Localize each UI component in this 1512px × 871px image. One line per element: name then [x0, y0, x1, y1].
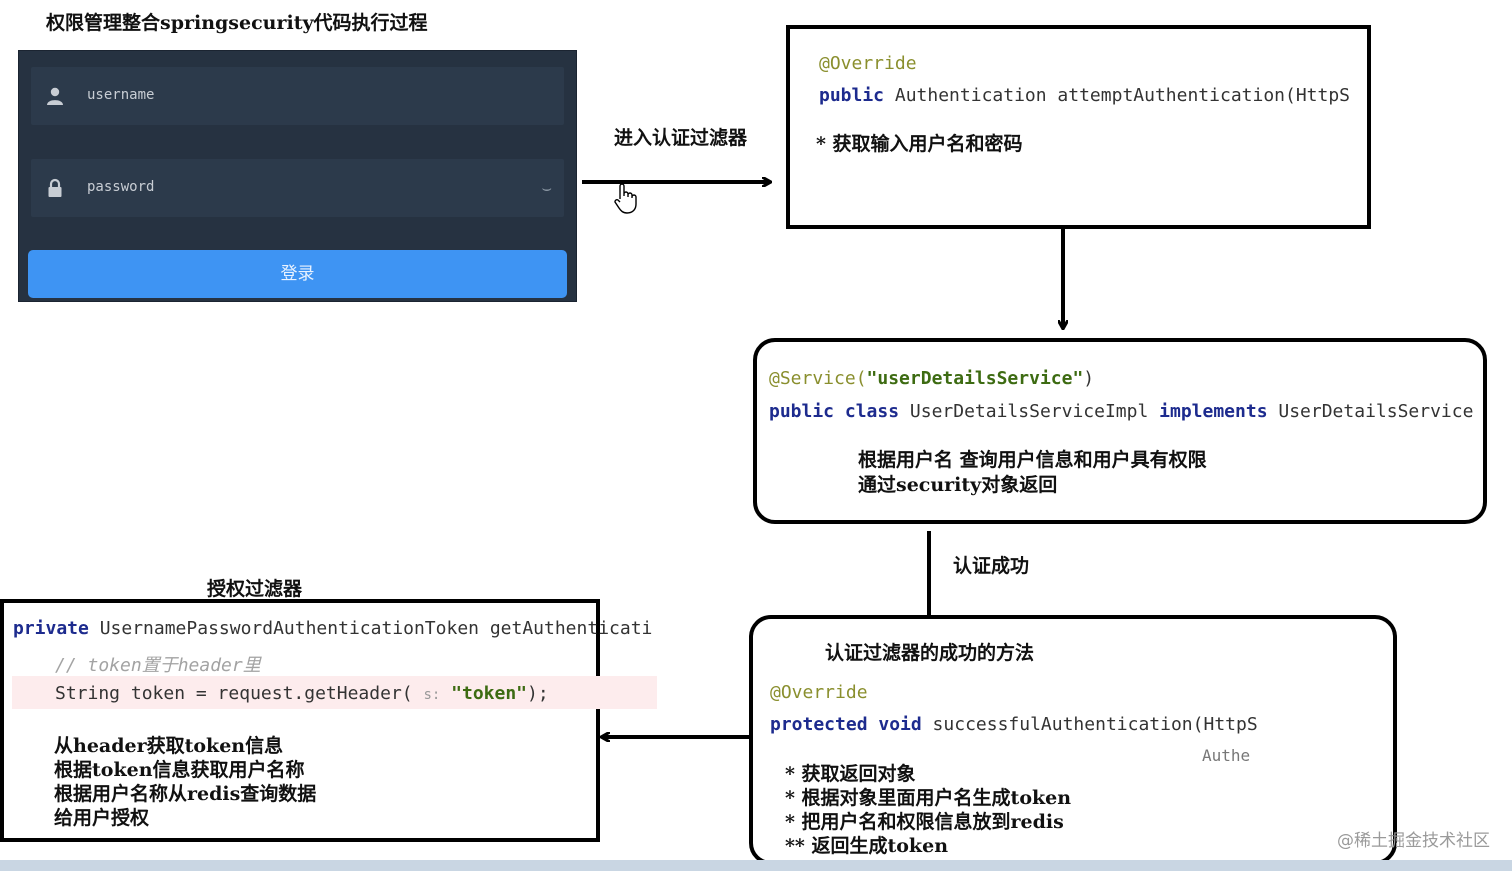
interface-name: UserDetailsService [1267, 401, 1474, 422]
label-enter-filter: 进入认证过滤器 [614, 127, 748, 149]
note-line: * 根据对象里面用户名生成token [785, 787, 1072, 809]
attempt-authentication-box: @Override public Authentication attemptA… [786, 25, 1371, 229]
username-field[interactable]: username [31, 67, 564, 125]
note-line: 根据token信息获取用户名称 [54, 759, 305, 781]
note-line: 通过security对象返回 [858, 474, 1058, 496]
note-line: 给用户授权 [54, 807, 150, 829]
method-signature: public Authentication attemptAuthenticat… [819, 85, 1350, 106]
code-keyword: private [13, 618, 89, 639]
note-line: * 把用户名和权限信息放到redis [785, 811, 1064, 833]
code-suffix: ); [527, 683, 549, 704]
label-auth-success: 认证成功 [953, 555, 1030, 577]
get-header-line: String token = request.getHeader( s: "to… [55, 683, 549, 704]
note-line: * 获取输入用户名和密码 [816, 133, 1023, 155]
code-comment: // token置于header里 [55, 655, 261, 676]
note-line: ** 返回生成token [785, 835, 949, 857]
note-line: 根据用户名 查询用户信息和用户具有权限 [858, 449, 1207, 471]
note-line: 从header获取token信息 [54, 735, 284, 757]
override-annotation: @Override [770, 682, 868, 703]
annotation-suffix: ) [1083, 368, 1095, 389]
lock-icon [48, 178, 62, 197]
user-icon [47, 87, 63, 105]
code-signature: UsernamePasswordAuthenticationToken getA… [88, 618, 653, 639]
code-keyword: protected void [770, 714, 922, 735]
code-prefix: String token = request.getHeader( [55, 683, 424, 704]
password-field[interactable]: password ⌣ [31, 159, 564, 217]
label-authz-filter: 授权过滤器 [207, 578, 303, 600]
watermark: @稀土掘金技术社区 [1337, 831, 1490, 851]
authorization-filter-box: private UsernamePasswordAuthenticationTo… [0, 599, 657, 842]
highlight-row [12, 676, 657, 709]
code-signature: successfulAuthentication(HttpS [921, 714, 1258, 735]
note-line: * 获取返回对象 [785, 763, 916, 785]
service-name: "userDetailsService" [866, 368, 1084, 389]
username-placeholder: username [87, 87, 155, 103]
header-name: "token" [440, 683, 528, 704]
class-name: UserDetailsServiceImpl [899, 401, 1160, 422]
code-signature: Authentication attemptAuthentication(Htt… [884, 85, 1351, 106]
user-details-service-box: @Service("userDetailsService") public cl… [753, 338, 1487, 524]
class-declaration: public class UserDetailsServiceImpl impl… [769, 401, 1473, 422]
keyword-implements: implements [1159, 401, 1268, 422]
service-annotation: @Service("userDetailsService") [769, 368, 1094, 389]
signature-wrap: Authe [1202, 746, 1251, 765]
code-keyword: public [819, 85, 885, 106]
login-button[interactable]: 登录 [28, 250, 567, 298]
method-signature: protected void successfulAuthentication(… [770, 714, 1258, 735]
note-line: 根据用户名称从redis查询数据 [54, 783, 317, 805]
override-annotation: @Override [819, 53, 917, 74]
annotation-prefix: @Service( [769, 368, 867, 389]
keyword-public: public [769, 401, 835, 422]
hand-cursor-icon [614, 183, 637, 214]
login-panel: username password ⌣ 登录 [18, 50, 577, 302]
successful-authentication-box: 认证过滤器的成功的方法 @Override protected void suc… [749, 615, 1397, 865]
show-password-icon[interactable]: ⌣ [541, 178, 552, 197]
keyword-class: class [844, 401, 900, 422]
param-hint: s: [423, 687, 441, 703]
method-signature: private UsernamePasswordAuthenticationTo… [13, 618, 652, 639]
password-placeholder: password [87, 179, 155, 195]
page-title: 权限管理整合springsecurity代码执行过程 [46, 12, 428, 34]
box-heading: 认证过滤器的成功的方法 [825, 642, 1035, 664]
bottom-strip [0, 860, 1512, 871]
